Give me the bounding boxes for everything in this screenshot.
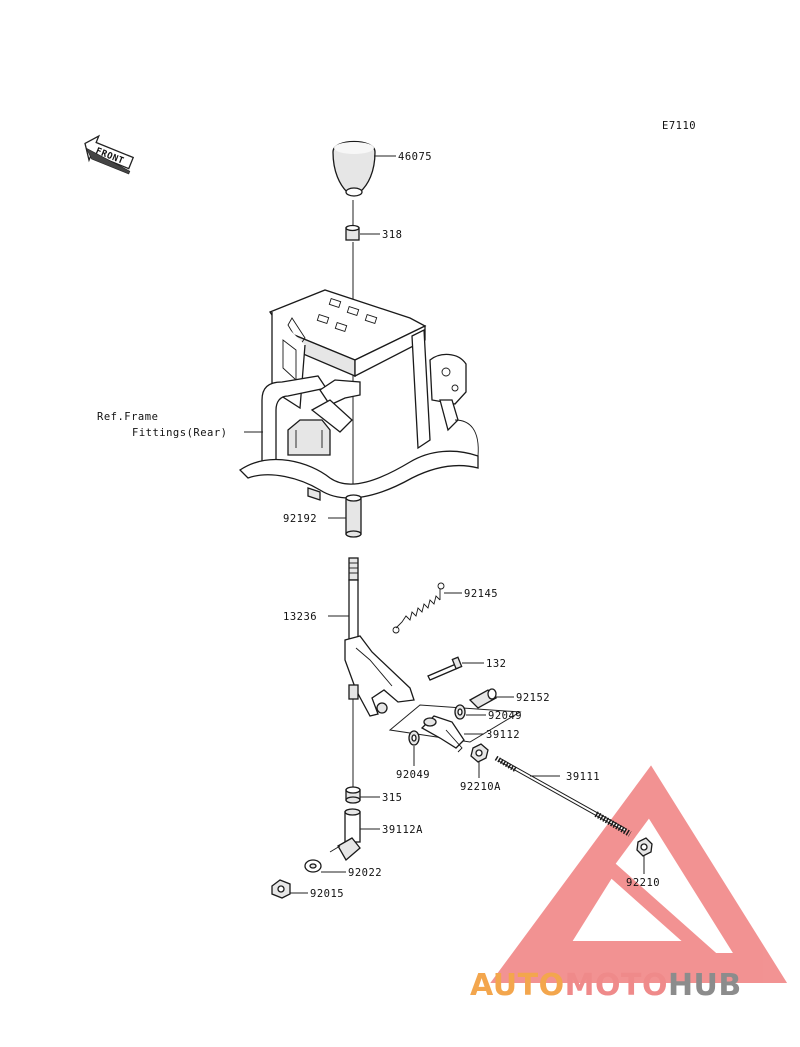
washer-92049-bottom bbox=[408, 730, 420, 746]
nut-92015 bbox=[271, 879, 291, 899]
label-13236: 13236 bbox=[283, 611, 317, 623]
shift-lever-13236 bbox=[344, 557, 415, 717]
label-92022: 92022 bbox=[348, 867, 382, 879]
label-318: 318 bbox=[382, 229, 402, 241]
rod-39111 bbox=[494, 755, 632, 837]
nut-92210A bbox=[470, 743, 489, 763]
label-132: 132 bbox=[486, 658, 506, 670]
watermark-wordmark: AUTOMOTOHUB bbox=[470, 968, 742, 1003]
front-arrow-icon: FRONT bbox=[84, 134, 135, 175]
watermark-part-moto: MOTO bbox=[565, 968, 668, 1003]
diagram-code: E7110 bbox=[662, 120, 696, 132]
label-92015: 92015 bbox=[310, 888, 344, 900]
watermark-triangle-logo bbox=[490, 765, 788, 983]
label-92192: 92192 bbox=[283, 513, 317, 525]
ref-note-line1: Ref.Frame bbox=[97, 411, 158, 423]
nut-315 bbox=[345, 786, 361, 804]
watermark-part-hub: HUB bbox=[668, 968, 742, 1003]
washer-92049-top bbox=[454, 704, 466, 720]
lever-39112A bbox=[329, 808, 361, 862]
label-92145: 92145 bbox=[464, 588, 498, 600]
shift-knob bbox=[332, 140, 376, 197]
washer-92022 bbox=[304, 859, 322, 873]
label-39111: 39111 bbox=[566, 771, 600, 783]
nut-92210 bbox=[636, 837, 653, 857]
label-92152: 92152 bbox=[516, 692, 550, 704]
watermark-part-auto: AUTO bbox=[470, 968, 565, 1003]
label-39112A: 39112A bbox=[382, 824, 423, 836]
collar-92152 bbox=[468, 688, 498, 709]
label-39112: 39112 bbox=[486, 729, 520, 741]
label-315: 315 bbox=[382, 792, 402, 804]
lever-39112 bbox=[420, 715, 465, 753]
nut-318 bbox=[345, 224, 360, 241]
label-46075: 46075 bbox=[398, 151, 432, 163]
spring-92145 bbox=[392, 582, 445, 634]
svg-text:AUTOMOTOHUB: AUTOMOTOHUB bbox=[470, 968, 742, 1003]
bolt-132 bbox=[427, 656, 463, 681]
collar-92192 bbox=[345, 494, 362, 538]
label-92210: 92210 bbox=[626, 877, 660, 889]
label-92210A: 92210A bbox=[460, 781, 501, 793]
frame-fittings-rear bbox=[238, 289, 479, 501]
label-92049-bottom: 92049 bbox=[396, 769, 430, 781]
label-92049-top: 92049 bbox=[488, 710, 522, 722]
ref-note-line2: Fittings(Rear) bbox=[132, 427, 228, 439]
